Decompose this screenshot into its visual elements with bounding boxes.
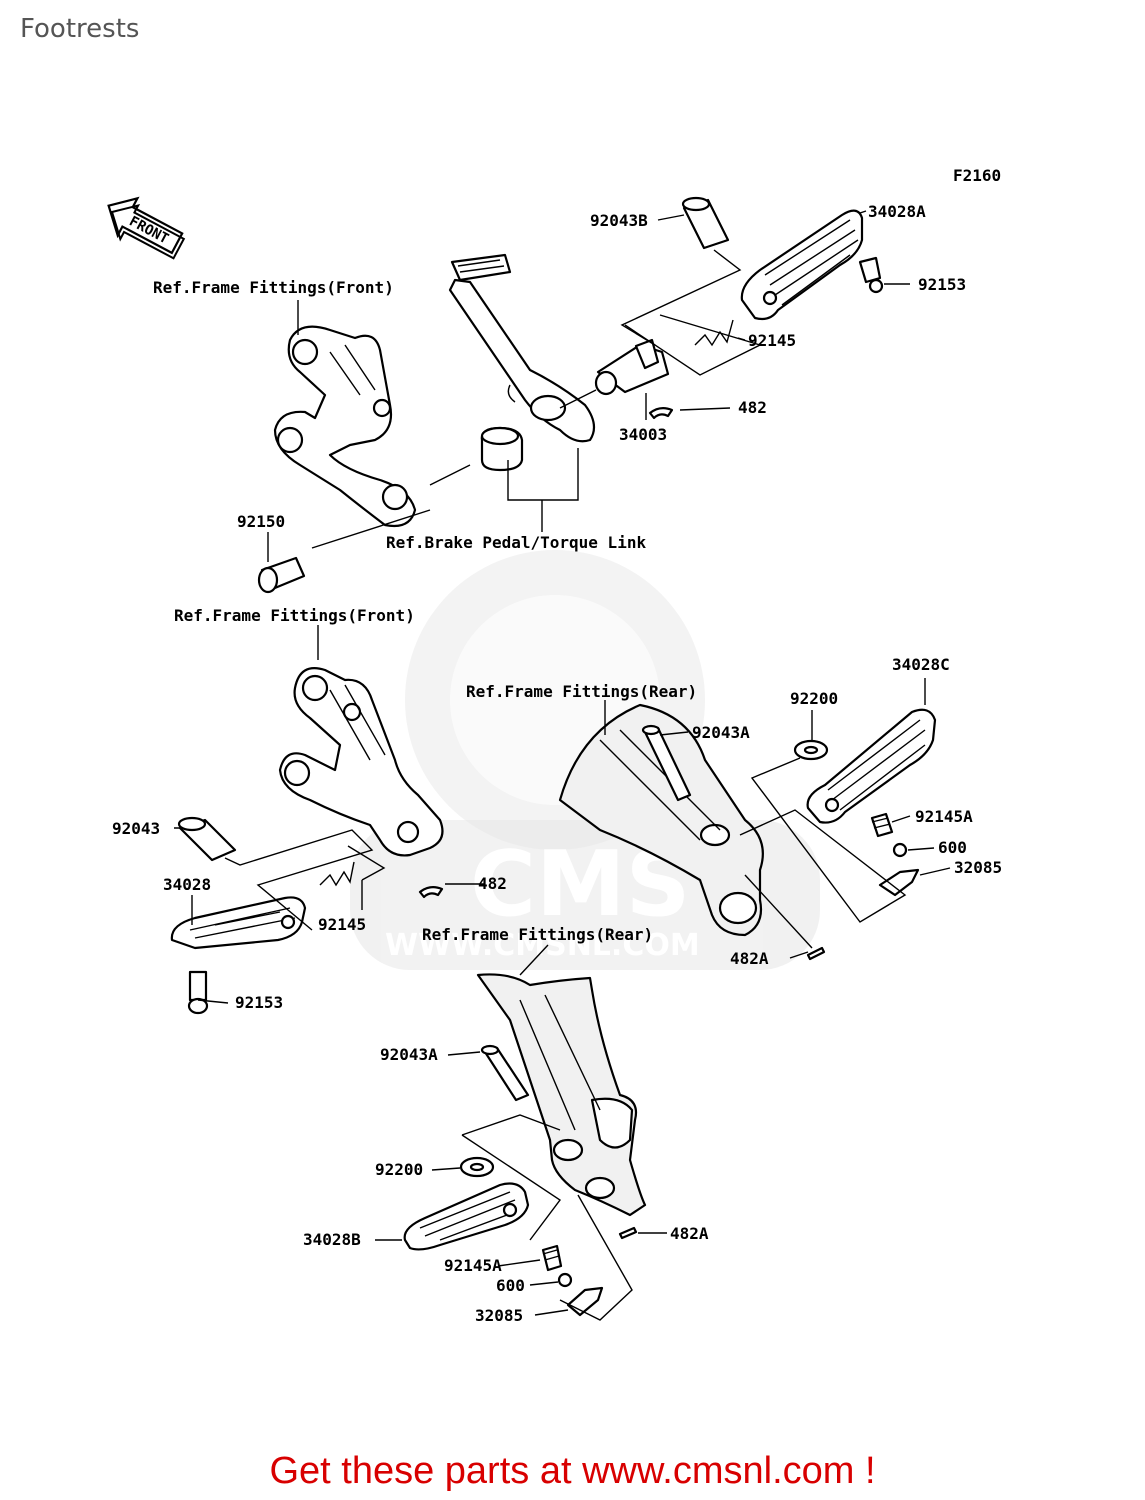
ball-600-right: [892, 842, 908, 858]
label-92043: 92043: [112, 819, 160, 838]
footpeg-34028: [170, 896, 307, 950]
front-bracket-lower: [278, 667, 444, 857]
clip-482-left: [418, 885, 444, 899]
label-482-left: 482: [478, 874, 507, 893]
spring-92145A-right: [870, 812, 894, 838]
label-ref-rear-low: Ref.Frame Fittings(Rear): [422, 925, 653, 944]
spring-92145-top: [694, 319, 734, 347]
footpeg-34028B: [403, 1182, 530, 1251]
brake-pivot-collar: [480, 426, 524, 472]
leader-lines: [174, 210, 951, 1321]
pin-92043B: [681, 196, 730, 250]
label-482A-right: 482A: [730, 949, 769, 968]
figure-code: F2160: [953, 166, 1001, 185]
brake-pedal: [448, 253, 596, 443]
pivot-shaft-34003: [594, 338, 670, 396]
front-arrow: FRONT: [107, 196, 186, 260]
rear-bracket-left: [476, 973, 647, 1217]
label-482-top: 482: [738, 398, 767, 417]
label-34028: 34028: [163, 875, 211, 894]
pin-92043A-low: [480, 1044, 530, 1102]
pin-92043: [177, 816, 237, 862]
label-600-right: 600: [938, 838, 967, 857]
spring-92145A-low: [541, 1244, 563, 1272]
clip-482A-low: [618, 1226, 638, 1240]
footpeg-34028C: [806, 708, 937, 824]
label-92043B: 92043B: [590, 211, 648, 230]
pin-92043A-right: [641, 724, 692, 802]
bolt-92150: [257, 556, 306, 594]
front-bracket-upper: [273, 325, 417, 528]
label-32085-right: 32085: [954, 858, 1002, 877]
label-ref-brake: Ref.Brake Pedal/Torque Link: [386, 533, 646, 552]
detent-32085-right: [878, 868, 920, 897]
label-34003: 34003: [619, 425, 667, 444]
detent-32085-low: [566, 1286, 604, 1317]
label-92150: 92150: [237, 512, 285, 531]
label-32085-low: 32085: [475, 1306, 523, 1325]
label-600-low: 600: [496, 1276, 525, 1295]
label-92043A-low: 92043A: [380, 1045, 438, 1064]
cta-footer[interactable]: Get these parts at www.cmsnl.com !: [269, 1450, 876, 1492]
footrests-exploded-diagram: CMS WWW.CMSNL.COM FRONT: [107, 166, 1002, 1325]
label-92200-right: 92200: [790, 689, 838, 708]
label-92200-low: 92200: [375, 1160, 423, 1179]
label-ref-rear-mid: Ref.Frame Fittings(Rear): [466, 682, 697, 701]
label-92145A-low: 92145A: [444, 1256, 502, 1275]
label-ref-front-top: Ref.Frame Fittings(Front): [153, 278, 394, 297]
bolt-92153-left: [187, 970, 209, 1015]
label-34028B: 34028B: [303, 1230, 361, 1249]
label-92153-left: 92153: [235, 993, 283, 1012]
bolt-92153-top: [858, 256, 884, 294]
label-34028C: 34028C: [892, 655, 950, 674]
label-92145-top: 92145: [748, 331, 796, 350]
clip-482A-right: [806, 946, 826, 961]
label-482A-low: 482A: [670, 1224, 709, 1243]
part-labels: F2160 Ref.Frame Fittings(Front) Ref.Brak…: [112, 166, 1002, 1325]
washer-92200-right: [793, 739, 829, 761]
label-34028A: 34028A: [868, 202, 926, 221]
rear-bracket-right: [558, 703, 764, 937]
label-92043A-right: 92043A: [692, 723, 750, 742]
label-92145A-right: 92145A: [915, 807, 973, 826]
watermark-url: WWW.CMSNL.COM: [385, 928, 700, 963]
page-title: Footrests: [20, 14, 140, 44]
label-ref-front-mid: Ref.Frame Fittings(Front): [174, 606, 415, 625]
label-92153-top: 92153: [918, 275, 966, 294]
spring-92145-left: [319, 861, 355, 887]
washer-92200-low: [459, 1156, 495, 1178]
footpeg-34028A: [740, 209, 864, 321]
label-92145-left: 92145: [318, 915, 366, 934]
clip-482-top: [648, 406, 674, 420]
ball-600-low: [557, 1272, 573, 1288]
